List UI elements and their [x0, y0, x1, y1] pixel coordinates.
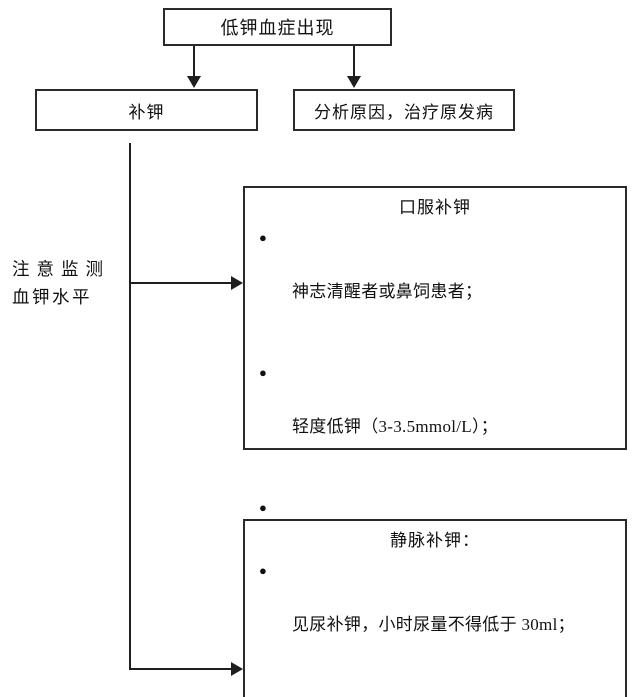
list-item: ● 轻度低钾（3-3.5mmol/L）；	[245, 359, 625, 494]
flow-node-label: 低钾血症出现	[220, 18, 335, 38]
list-item: ● 补钾时避免用糖溶液，以免加重低血钾；	[245, 692, 625, 697]
monitor-note-line2: 血钾水平	[12, 287, 92, 307]
flow-node-hypokalemia-onset: 低钾血症出现	[163, 8, 392, 46]
connector-branch-oral	[129, 282, 231, 284]
connector-line-top-to-analyze	[353, 46, 355, 77]
bullet-icon: ●	[259, 365, 267, 380]
bullet-icon: ●	[259, 563, 267, 578]
flow-node-label: 补钾	[128, 102, 165, 122]
bullet-text: 见尿补钾，小时尿量不得低于 30ml；	[292, 615, 575, 634]
list-item: ● 神志清醒者或鼻饲患者；	[245, 224, 625, 359]
arrow-down-icon	[187, 76, 201, 88]
bullet-text: 补钾时避免用糖溶液，以免加重低血钾；	[292, 692, 625, 697]
bullet-text: 轻度低钾（3-3.5mmol/L）；	[292, 417, 499, 436]
flow-node-label: 分析原因，治疗原发病	[314, 102, 494, 122]
flow-node-analyze-cause: 分析原因，治疗原发病	[293, 89, 515, 131]
arrow-right-icon	[231, 662, 243, 676]
iv-bullet-list: ● 见尿补钾，小时尿量不得低于 30ml； ● 补钾时避免用糖溶液，以免加重低血…	[245, 557, 625, 697]
connector-branch-iv	[129, 668, 231, 670]
iv-box-title: 静脉补钾：	[390, 531, 480, 550]
arrow-down-icon	[347, 76, 361, 88]
list-item: ● 见尿补钾，小时尿量不得低于 30ml；	[245, 557, 625, 692]
oral-box-title: 口服补钾	[399, 198, 471, 217]
bullet-icon: ●	[259, 500, 267, 515]
monitor-note-line1: 注意监测	[12, 259, 110, 279]
connector-line-top-to-supplement	[193, 46, 195, 77]
flow-node-oral-supplement: 口服补钾 ● 神志清醒者或鼻饲患者； ● 轻度低钾（3-3.5mmol/L）； …	[243, 186, 627, 652]
arrow-right-icon	[231, 276, 243, 290]
connector-trunk-line	[129, 143, 131, 670]
flow-node-iv-supplement: 静脉补钾： ● 见尿补钾，小时尿量不得低于 30ml； ● 补钾时避免用糖溶液，…	[243, 519, 627, 697]
monitor-note: 注意监测 血钾水平	[12, 255, 110, 311]
bullet-icon: ●	[259, 692, 292, 697]
flow-node-potassium-supplement: 补钾	[35, 89, 258, 131]
bullet-icon: ●	[259, 230, 267, 245]
bullet-text: 神志清醒者或鼻饲患者；	[292, 282, 483, 301]
